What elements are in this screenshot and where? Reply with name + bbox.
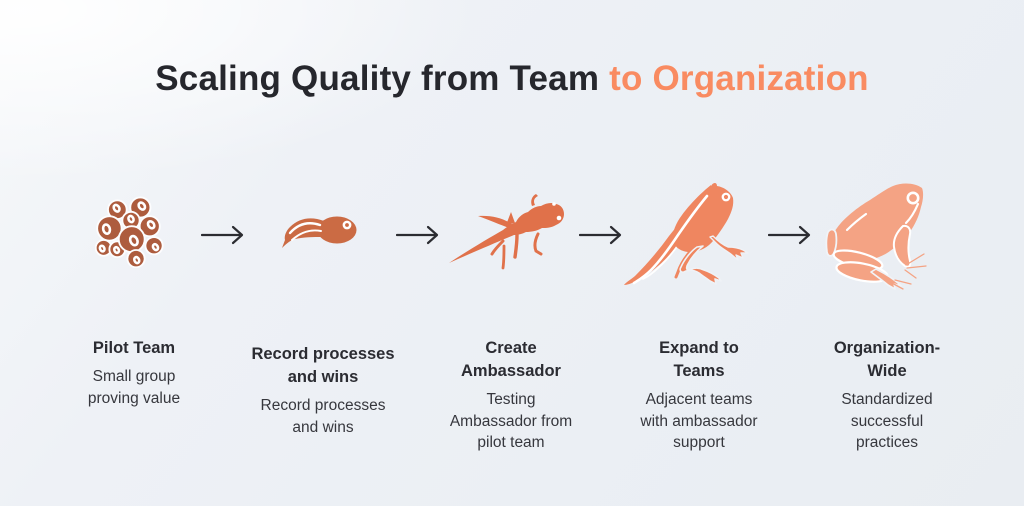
stage-description-3: Testing Ambassador from pilot team: [449, 391, 573, 451]
arrow-icon-1: [201, 225, 244, 245]
stage-title-1: Pilot Team: [92, 339, 176, 357]
stage-label-5: Organization- Wide Standardized successf…: [802, 337, 972, 454]
stage-description-4: Adjacent teams with ambassador support: [640, 391, 758, 451]
stage-label-2: Record processes and wins Record process…: [238, 343, 408, 438]
stage-description-2: Record processes and wins: [260, 397, 386, 436]
froglet-with-tail-icon: [624, 183, 749, 285]
page-title-accent: to Organization: [609, 59, 869, 98]
stage-title-3: Create Ambassador: [461, 339, 561, 380]
page-title-dark: Scaling Quality from Team: [155, 59, 600, 98]
stage-label-1: Pilot Team Small group proving value: [49, 337, 219, 409]
tadpole-with-legs-icon: [449, 194, 564, 270]
arrow-icon-4: [768, 225, 811, 245]
arrow-icon-2: [396, 225, 439, 245]
adult-frog-icon: [825, 183, 927, 290]
arrow-icon-3: [579, 225, 622, 245]
stage-label-4: Expand to Teams Adjacent teams with amba…: [614, 337, 784, 454]
stage-label-3: Create Ambassador Testing Ambassador fro…: [426, 337, 596, 454]
stage-description-5: Standardized successful practices: [841, 391, 933, 451]
stage-description-1: Small group proving value: [87, 368, 181, 407]
tadpole-icon: [282, 216, 357, 248]
stage-title-5: Organization- Wide: [833, 339, 941, 380]
stage-title-2: Record processes and wins: [251, 345, 395, 386]
frog-eggs-icon: [95, 196, 164, 268]
page-title: Scaling Quality from Team to Organizatio…: [0, 59, 1024, 99]
stage-title-4: Expand to Teams: [659, 339, 739, 380]
